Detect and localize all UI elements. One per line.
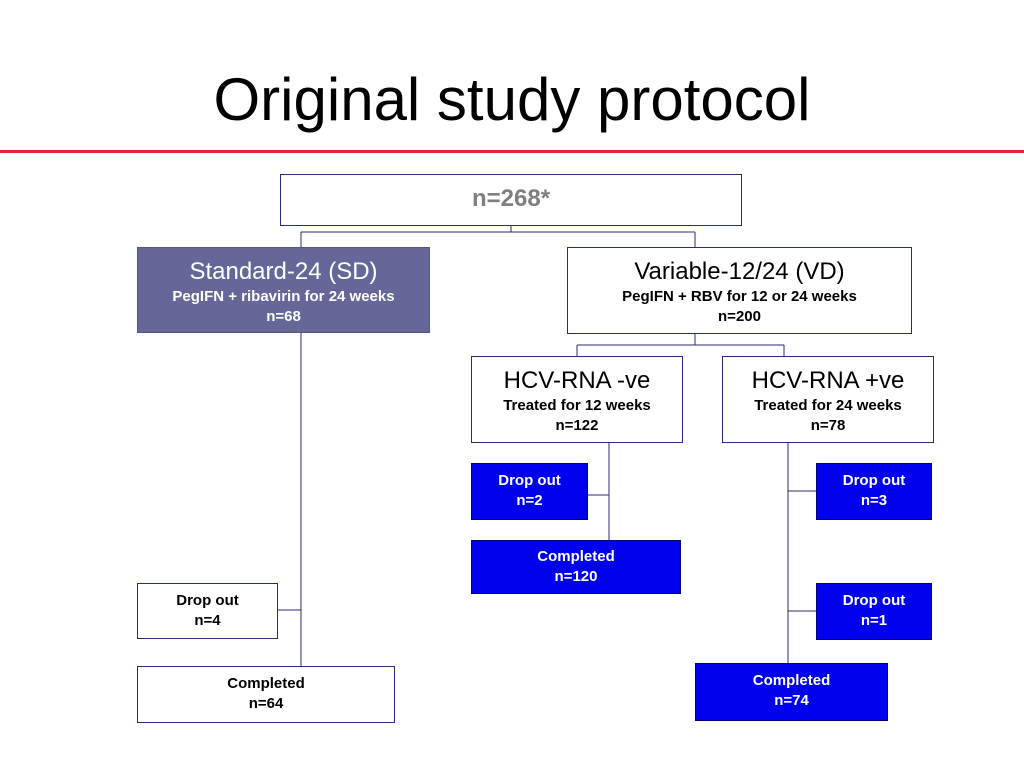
hcv-neg-box: HCV-RNA -ve Treated for 12 weeks n=122 bbox=[471, 356, 683, 443]
vd-arm-title: Variable-12/24 (VD) bbox=[634, 258, 845, 285]
sd-dropout-box: Drop out n=4 bbox=[137, 583, 278, 639]
pos-completed-box: Completed n=74 bbox=[695, 663, 888, 721]
hcv-neg-n: n=122 bbox=[555, 417, 599, 434]
hcv-pos-n: n=78 bbox=[810, 417, 846, 434]
hcv-neg-title: HCV-RNA -ve bbox=[503, 367, 651, 394]
hcv-pos-desc: Treated for 24 weeks bbox=[754, 397, 902, 414]
pos-completed-label: Completed bbox=[752, 672, 831, 689]
vd-arm-desc: PegIFN + RBV for 12 or 24 weeks bbox=[622, 288, 857, 305]
sd-arm-title: Standard-24 (SD) bbox=[189, 258, 378, 285]
sd-dropout-n: n=4 bbox=[194, 612, 221, 629]
hcv-pos-title: HCV-RNA +ve bbox=[751, 367, 905, 394]
sd-completed-box: Completed n=64 bbox=[137, 666, 395, 723]
pos-dropout1-label: Drop out bbox=[842, 472, 906, 489]
neg-completed-n: n=120 bbox=[554, 568, 598, 585]
vd-arm-n: n=200 bbox=[718, 308, 761, 325]
neg-dropout-box: Drop out n=2 bbox=[471, 463, 588, 520]
root-label: n=268* bbox=[471, 185, 551, 212]
hcv-pos-box: HCV-RNA +ve Treated for 24 weeks n=78 bbox=[722, 356, 934, 443]
pos-dropout2-label: Drop out bbox=[842, 592, 906, 609]
hcv-neg-desc: Treated for 12 weeks bbox=[503, 397, 651, 414]
sd-arm-desc: PegIFN + ribavirin for 24 weeks bbox=[172, 288, 395, 305]
sd-dropout-label: Drop out bbox=[176, 592, 239, 609]
pos-dropout2-n: n=1 bbox=[860, 612, 888, 629]
neg-dropout-label: Drop out bbox=[498, 472, 561, 489]
root-box: n=268* bbox=[280, 174, 742, 226]
sd-arm-box: Standard-24 (SD) PegIFN + ribavirin for … bbox=[137, 247, 430, 333]
sd-completed-n: n=64 bbox=[248, 695, 284, 712]
title-divider bbox=[0, 150, 1024, 153]
page-title: Original study protocol bbox=[213, 66, 811, 133]
neg-completed-box: Completed n=120 bbox=[471, 540, 681, 594]
vd-arm-box: Variable-12/24 (VD) PegIFN + RBV for 12 … bbox=[567, 247, 912, 334]
pos-completed-n: n=74 bbox=[774, 692, 809, 709]
sd-completed-label: Completed bbox=[227, 675, 305, 692]
neg-dropout-n: n=2 bbox=[516, 492, 543, 509]
sd-arm-n: n=68 bbox=[266, 308, 301, 325]
neg-completed-label: Completed bbox=[537, 548, 615, 565]
pos-dropout1-box: Drop out n=3 bbox=[816, 463, 932, 520]
pos-dropout1-n: n=3 bbox=[860, 492, 888, 509]
pos-dropout2-box: Drop out n=1 bbox=[816, 583, 932, 640]
